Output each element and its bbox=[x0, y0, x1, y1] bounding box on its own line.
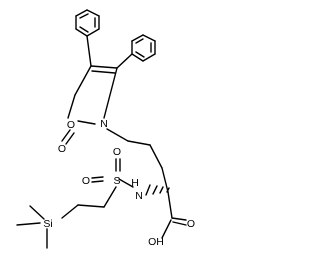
bond bbox=[90, 65, 118, 69]
atom-labels: O O N O S O H N Si O OH bbox=[43, 118, 195, 248]
bond bbox=[74, 65, 92, 96]
bond bbox=[131, 53, 144, 62]
atom-label-ring-nitrogen: N bbox=[100, 118, 108, 130]
bond bbox=[75, 28, 88, 37]
bond bbox=[118, 178, 134, 188]
tmse-group bbox=[16, 204, 105, 249]
bond bbox=[61, 204, 79, 219]
bond bbox=[86, 35, 92, 67]
atom-label-amide-nitrogen: N bbox=[135, 190, 143, 202]
bond bbox=[142, 34, 156, 42]
bond bbox=[149, 144, 163, 169]
bond bbox=[116, 53, 133, 69]
carboxyl-group bbox=[161, 191, 187, 239]
hash-line bbox=[166, 187, 170, 193]
bond bbox=[135, 38, 144, 44]
bond bbox=[171, 217, 187, 221]
side-chain bbox=[106, 128, 169, 193]
bond bbox=[91, 70, 116, 74]
bond bbox=[91, 176, 104, 179]
bond bbox=[29, 205, 45, 220]
bond bbox=[106, 128, 129, 142]
stereo-hash-bond bbox=[145, 184, 170, 196]
bond bbox=[61, 129, 71, 142]
bond bbox=[167, 191, 173, 219]
bond bbox=[16, 222, 41, 226]
bond bbox=[142, 53, 156, 62]
bond bbox=[65, 132, 75, 145]
bond bbox=[91, 180, 104, 183]
atom-label-sulfonyl-oxygen-top: O bbox=[113, 146, 121, 158]
structure-canvas: O O N O S O H N Si O OH bbox=[16, 9, 195, 249]
atom-label-carbonyl-oxygen: O bbox=[58, 143, 66, 155]
bond bbox=[86, 9, 100, 17]
bond bbox=[103, 186, 117, 208]
bond bbox=[135, 51, 145, 58]
bond bbox=[79, 13, 89, 19]
bond bbox=[172, 221, 187, 226]
hash-line bbox=[145, 184, 151, 196]
bond bbox=[77, 120, 96, 125]
bond bbox=[161, 219, 172, 239]
atom-label-amide-hydrogen: H bbox=[131, 177, 139, 189]
bond bbox=[103, 67, 118, 119]
phenyl-ring-right bbox=[131, 34, 156, 62]
hash-line bbox=[152, 185, 158, 195]
hash-line bbox=[159, 186, 164, 194]
phenyl-ring-left bbox=[75, 9, 100, 37]
bond bbox=[79, 26, 89, 33]
atom-label-ring-oxygen: O bbox=[67, 119, 75, 131]
bond bbox=[77, 204, 105, 208]
oxazolone-ring bbox=[61, 35, 133, 145]
atom-label-acid-oxygen: O bbox=[187, 218, 195, 230]
atom-label-sulfur: S bbox=[113, 175, 120, 187]
atom-label-sulfonyl-oxygen-left: O bbox=[82, 175, 90, 187]
atom-label-silicon: Si bbox=[43, 218, 52, 230]
chemical-structure: O O N O S O H N Si O OH bbox=[16, 9, 195, 249]
bond bbox=[75, 9, 88, 17]
bond bbox=[67, 94, 76, 119]
bond bbox=[127, 140, 151, 146]
bond bbox=[86, 28, 100, 37]
bond bbox=[131, 34, 144, 42]
bond bbox=[161, 167, 169, 193]
sulfonyl-group bbox=[91, 158, 134, 208]
atom-label-hydroxyl: OH bbox=[148, 236, 164, 248]
